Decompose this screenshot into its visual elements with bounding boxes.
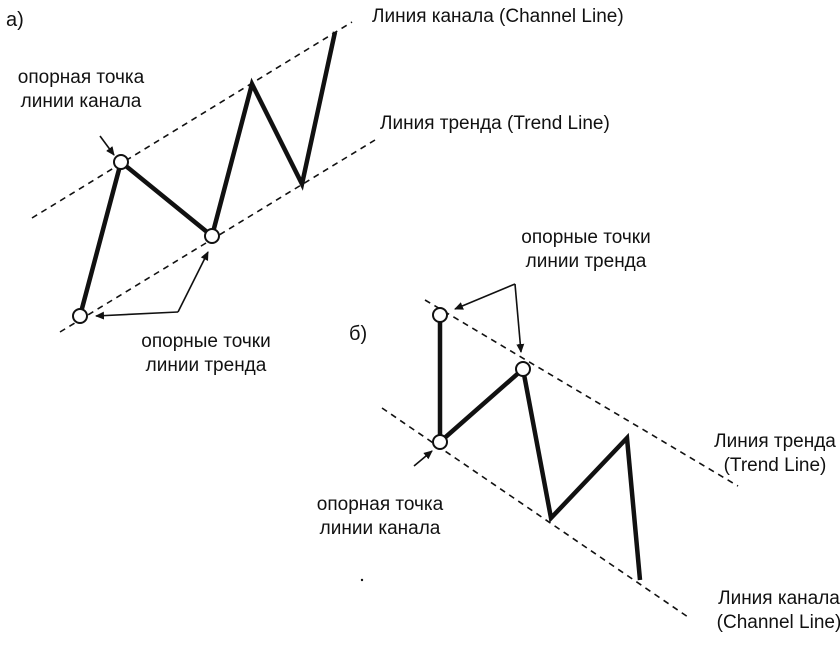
panel-b-letter: б) [349, 323, 368, 345]
panel-b-trend-anchor-point-1 [432, 307, 448, 323]
panel-b-channel-anchor-label: опорная точка линии канала [296, 493, 464, 541]
panel-a-channel-anchor-label-line-1: опорная точка [17, 67, 145, 88]
panel-a-trend-anchor-point-1 [72, 308, 88, 324]
panel-a-channel-anchor-arrow [99, 135, 115, 156]
panel-b-channel-anchor-arrow [413, 450, 433, 467]
panel-b-trend-line [424, 299, 739, 487]
panel-b-trend-line-label: Линия тренда (Trend Line) [700, 430, 840, 478]
panel-a-letter: а) [6, 9, 24, 31]
panel-b-trend-anchor-label-line-2: линии тренда [525, 251, 647, 272]
panel-b-channel-anchor-label-line-2: линии канала [319, 518, 441, 539]
panel-b-trend-anchor-arrow-2 [514, 283, 525, 353]
panel-a-trend-anchor-arrow-2 [177, 251, 209, 313]
panel-a-channel-anchor-label-line-2: линии канала [20, 91, 142, 112]
panel-a-channel-anchor-point [113, 154, 129, 170]
panel-b-trend-anchor-arrow-1 [454, 283, 516, 310]
panel-b-channel-line-label-line-1: Линия канала [718, 588, 840, 609]
panel-a-trend-anchor-label-line-2: линии тренда [145, 355, 267, 376]
panel-a-trend-anchor-point-2 [204, 228, 220, 244]
panel-a-graphic [31, 21, 376, 333]
panel-b-channel-line-label-line-2: (Channel Line) [716, 612, 840, 633]
stray-dot [360, 578, 364, 582]
panel-a-channel-anchor-label: опорная точка линии канала [0, 66, 162, 114]
panel-b-channel-line [381, 407, 689, 618]
panel-a-channel-line [31, 21, 353, 219]
panel-a-channel-line-label: Линия канала (Channel Line) [372, 6, 624, 27]
panel-b-graphic [360, 283, 739, 618]
panel-b-trend-anchor-point-2 [515, 361, 531, 377]
panel-a-trend-anchor-arrow-1 [95, 311, 179, 320]
panel-a-price-path [77, 31, 338, 317]
panel-b-trend-line-label-line-2: (Trend Line) [723, 455, 827, 476]
panel-b-trend-anchor-label-line-1: опорные точки [521, 227, 651, 248]
panel-a-trend-line-label: Линия тренда (Trend Line) [380, 113, 610, 134]
panel-b-trend-anchor-label: опорные точки линии тренда [502, 226, 670, 274]
panel-a-trend-anchor-label: опорные точки линии тренда [126, 330, 286, 378]
panel-b-channel-anchor-label-line-1: опорная точка [316, 494, 444, 515]
panel-b-trend-line-label-line-1: Линия тренда [714, 431, 836, 452]
panel-b-channel-anchor-point [432, 434, 448, 450]
panel-b-price-path [437, 315, 643, 581]
panel-a-trend-anchor-label-line-1: опорные точки [141, 331, 271, 352]
panel-b-channel-line-label: Линия канала (Channel Line) [704, 587, 840, 635]
